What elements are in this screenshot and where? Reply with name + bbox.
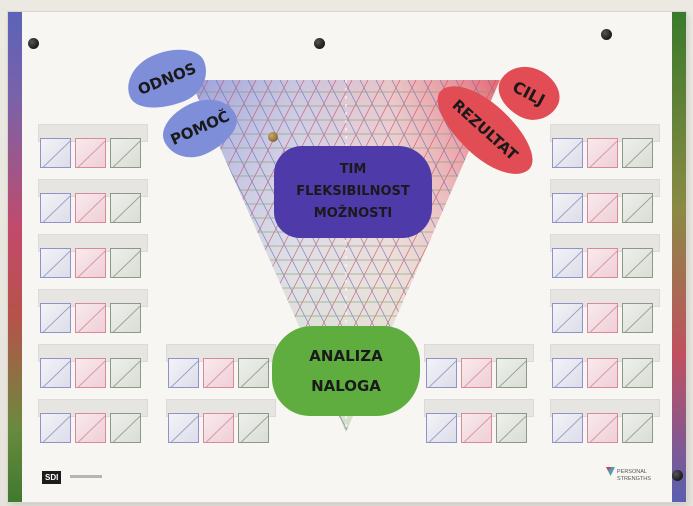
right-row-3-blue-cell: [552, 248, 583, 278]
inner-right-row-1-green-cell: [496, 358, 527, 388]
fleksibilnost-label: FLEKSIBILNOST: [296, 181, 410, 203]
left-row-5-blue-cell: [40, 358, 71, 388]
right-row-4-blue-cell: [552, 303, 583, 333]
inner-left-row-2-red-cell: [203, 413, 234, 443]
left-row-2-blue-cell: [40, 193, 71, 223]
left-row-1-green-cell: [110, 138, 141, 168]
poster-board: ODNOS POMOČ CILJ REZULTAT TIM FLEKSIBILN…: [8, 12, 686, 502]
left-row-4-blue-cell: [40, 303, 71, 333]
pomoc-label: POMOČ: [168, 107, 232, 149]
right-row-4-green-cell: [622, 303, 653, 333]
inner-right-row-1-red-cell: [461, 358, 492, 388]
right-row-5-red-cell: [587, 358, 618, 388]
left-row-5-red-cell: [75, 358, 106, 388]
inner-right-row-1-blue-cell: [426, 358, 457, 388]
left-row-4-red-cell: [75, 303, 106, 333]
push-pin-right: [601, 29, 612, 40]
inner-right-row-2-green-cell: [496, 413, 527, 443]
right-row-2-green-cell: [622, 193, 653, 223]
brass-pin: [268, 132, 278, 142]
inner-right-row-2-blue-cell: [426, 413, 457, 443]
left-row-6-blue-cell: [40, 413, 71, 443]
left-row-3-red-cell: [75, 248, 106, 278]
tim-label: TIM: [296, 159, 410, 181]
left-row-2-red-cell: [75, 193, 106, 223]
left-row-5-green-cell: [110, 358, 141, 388]
triangle-logo-icon: [606, 467, 615, 476]
right-row-5-green-cell: [622, 358, 653, 388]
cloud-tim: TIM FLEKSIBILNOST MOŽNOSTI: [274, 146, 432, 238]
inner-left-row-2-blue-cell: [168, 413, 199, 443]
left-row-6-green-cell: [110, 413, 141, 443]
left-row-4-green-cell: [110, 303, 141, 333]
inner-left-row-2-green-cell: [238, 413, 269, 443]
right-row-5-blue-cell: [552, 358, 583, 388]
right-row-3-red-cell: [587, 248, 618, 278]
sdi-logo-caption: [70, 475, 102, 478]
moznosti-label: MOŽNOSTI: [296, 203, 410, 225]
analiza-label: ANALIZA: [309, 341, 382, 371]
right-row-3-green-cell: [622, 248, 653, 278]
right-row-6-blue-cell: [552, 413, 583, 443]
left-row-2-green-cell: [110, 193, 141, 223]
inner-right-row-2-red-cell: [461, 413, 492, 443]
left-row-3-green-cell: [110, 248, 141, 278]
cloud-analiza: ANALIZA NALOGA: [272, 326, 420, 416]
right-row-4-red-cell: [587, 303, 618, 333]
right-row-1-red-cell: [587, 138, 618, 168]
inner-left-row-1-red-cell: [203, 358, 234, 388]
right-row-2-red-cell: [587, 193, 618, 223]
left-row-3-blue-cell: [40, 248, 71, 278]
push-pin-center: [314, 38, 325, 49]
right-row-1-blue-cell: [552, 138, 583, 168]
right-row-6-green-cell: [622, 413, 653, 443]
cilj-label: CILJ: [510, 77, 549, 110]
inner-left-row-1-blue-cell: [168, 358, 199, 388]
naloga-label: NALOGA: [309, 371, 382, 401]
push-pin-left: [28, 38, 39, 49]
odnos-label: ODNOS: [135, 59, 199, 99]
right-row-1-green-cell: [622, 138, 653, 168]
left-row-1-blue-cell: [40, 138, 71, 168]
personal-strengths-logo: PERSONAL STRENGTHS: [606, 467, 651, 482]
right-row-6-red-cell: [587, 413, 618, 443]
inner-left-row-1-green-cell: [238, 358, 269, 388]
push-pin-bottom-right: [672, 470, 683, 481]
sdi-logo: SDI: [42, 471, 61, 484]
left-row-6-red-cell: [75, 413, 106, 443]
left-row-1-red-cell: [75, 138, 106, 168]
right-row-2-blue-cell: [552, 193, 583, 223]
